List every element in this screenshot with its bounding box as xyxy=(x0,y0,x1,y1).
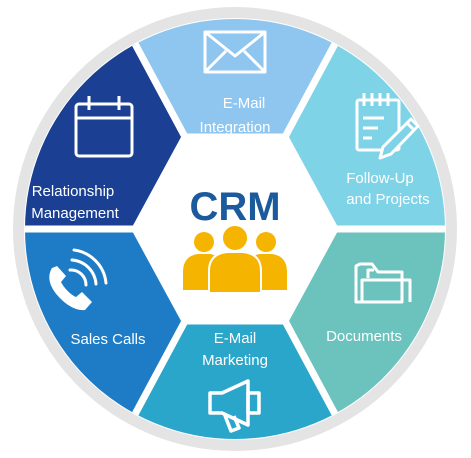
label-line: Integration xyxy=(200,119,271,136)
label-email-marketing: E-Mail Marketing xyxy=(202,330,268,369)
label-relationship-management: Relationship Management xyxy=(31,183,119,222)
label-line: Documents xyxy=(326,328,402,345)
label-line: E-Mail xyxy=(223,95,266,112)
people-group-icon xyxy=(183,224,287,294)
label-line: E-Mail xyxy=(214,330,257,347)
label-line: and Projects xyxy=(346,191,429,208)
label-line: Management xyxy=(31,205,119,222)
label-email-integration: E-Mail Integration xyxy=(200,95,271,136)
calendar-icon xyxy=(74,96,134,158)
center-title: CRM xyxy=(189,185,280,229)
phone-icon xyxy=(49,248,108,311)
folder-icon xyxy=(354,262,412,304)
label-follow-up-projects: Follow-Up and Projects xyxy=(346,170,429,208)
label-sales-calls: Sales Calls xyxy=(70,331,145,348)
label-line: Follow-Up xyxy=(346,170,414,187)
label-line: Marketing xyxy=(202,352,268,369)
label-line: Sales Calls xyxy=(70,331,145,348)
notepad-pencil-icon xyxy=(355,93,420,160)
label-documents: Documents xyxy=(326,328,402,345)
envelope-icon xyxy=(203,30,267,74)
megaphone-icon xyxy=(208,379,261,433)
label-line: Relationship xyxy=(32,183,115,200)
